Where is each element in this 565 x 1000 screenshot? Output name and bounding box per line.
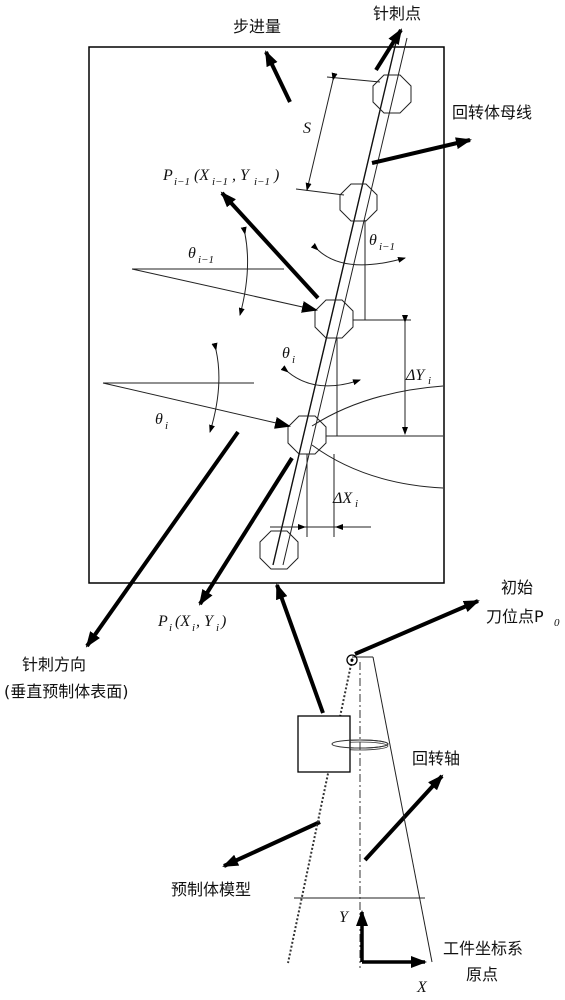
svg-text:θ: θ (155, 411, 163, 428)
generatrix-line (272, 37, 398, 566)
svg-text:i−1: i−1 (254, 176, 270, 188)
preform-model-arrow (222, 820, 321, 868)
svg-text:P: P (162, 167, 173, 184)
s-dimension-line (305, 72, 338, 191)
point-prev-arrow (220, 191, 320, 300)
rotation-axis-arrow (363, 774, 444, 862)
svg-text:θ: θ (282, 345, 290, 362)
svg-text:i: i (192, 622, 195, 634)
theta-cur-label-right: θ i (282, 345, 295, 366)
workpiece-origin-label-2: 原点 (466, 965, 498, 984)
theta-cur-needle-line (102, 382, 291, 429)
svg-text:i−1: i−1 (198, 254, 214, 266)
theta-prev-arc-right (310, 243, 406, 266)
needle-point-prev (314, 299, 354, 339)
generatrix-arrow (371, 137, 472, 165)
svg-text:(X: (X (175, 613, 191, 630)
needle-point-2 (339, 183, 378, 222)
rotation-axis-label: 回转轴 (412, 749, 460, 768)
svg-text:i: i (428, 375, 431, 387)
point-cur-arrow (198, 456, 294, 606)
theta-cur-arc-right (280, 365, 361, 387)
svg-text:刀位点P: 刀位点P (486, 607, 544, 626)
cone-right-edge (372, 656, 433, 963)
feed-amount-label: 步进量 (233, 17, 281, 36)
initial-tool-point-marker (346, 654, 358, 666)
theta-cur-label-left: θ i (155, 411, 168, 432)
s-ext-bottom (295, 188, 345, 196)
needle-head-block (297, 715, 351, 773)
preform-surface-frame (88, 46, 445, 584)
theta-prev-needle-line (131, 268, 318, 313)
initial-point-arrow (354, 599, 480, 656)
svg-text:ΔX: ΔX (332, 490, 353, 507)
preform-model-label: 预制体模型 (171, 880, 251, 899)
axis-y-label: Y (339, 909, 350, 926)
contour-curve-upper (311, 385, 444, 427)
workpiece-origin-label-1: 工件坐标系 (443, 939, 523, 958)
needle-point-top (372, 74, 412, 114)
generatrix-line-2 (282, 37, 408, 566)
delta-y-label: ΔY i (405, 367, 431, 387)
needle-point-label: 针刺点 (373, 4, 421, 23)
needle-head-ellipse (331, 739, 389, 749)
svg-text:(X: (X (194, 167, 210, 184)
theta-prev-arc (238, 226, 249, 316)
initial-tool-point-dot (350, 658, 354, 662)
theta-prev-label-right: θ i−1 (369, 232, 395, 253)
svg-text:, Y: , Y (232, 167, 251, 184)
needle-direction-note: (垂直预制体表面) (4, 682, 129, 701)
axis-x-label: X (416, 979, 428, 996)
svg-text:, Y: , Y (196, 613, 215, 630)
svg-text:0: 0 (554, 617, 560, 629)
svg-text:i−1: i−1 (212, 176, 228, 188)
svg-text:θ: θ (369, 232, 377, 249)
svg-text:θ: θ (188, 245, 196, 262)
initial-label: 初始 (501, 578, 533, 597)
svg-text:i: i (169, 622, 172, 634)
generatrix-label: 回转体母线 (452, 103, 532, 122)
needle-point-arrow (374, 28, 403, 72)
svg-text:i: i (165, 420, 168, 432)
s-label: S (303, 120, 311, 137)
feed-amount-arrow (264, 50, 292, 103)
tool-point-label: 刀位点P 0 (486, 607, 560, 629)
svg-text:i−1: i−1 (379, 241, 395, 253)
svg-text:): ) (273, 167, 279, 184)
point-prev-label: P i−1 (X i−1 , Y i−1 ) (162, 167, 279, 188)
svg-text:i: i (355, 498, 358, 510)
preform-up-arrow (275, 583, 325, 714)
svg-text:i: i (216, 622, 219, 634)
delta-x-label: ΔX i (332, 490, 358, 510)
contour-curve-lower (311, 444, 444, 489)
s-ext-top (326, 76, 381, 83)
needle-points (259, 74, 412, 570)
needle-point-bottom (259, 530, 299, 570)
svg-text:): ) (220, 613, 226, 630)
theta-cur-arc (209, 342, 220, 433)
svg-text:ΔY: ΔY (405, 367, 426, 384)
svg-text:i−1: i−1 (174, 176, 190, 188)
needle-direction-arrow (85, 430, 240, 648)
svg-text:P: P (157, 613, 168, 630)
theta-prev-label-left: θ i−1 (188, 245, 214, 266)
point-cur-label: P i (X i , Y i ) (157, 613, 226, 634)
svg-text:i: i (292, 354, 295, 366)
needle-direction-label: 针刺方向 (22, 655, 86, 674)
needle-point-cur (287, 415, 327, 455)
